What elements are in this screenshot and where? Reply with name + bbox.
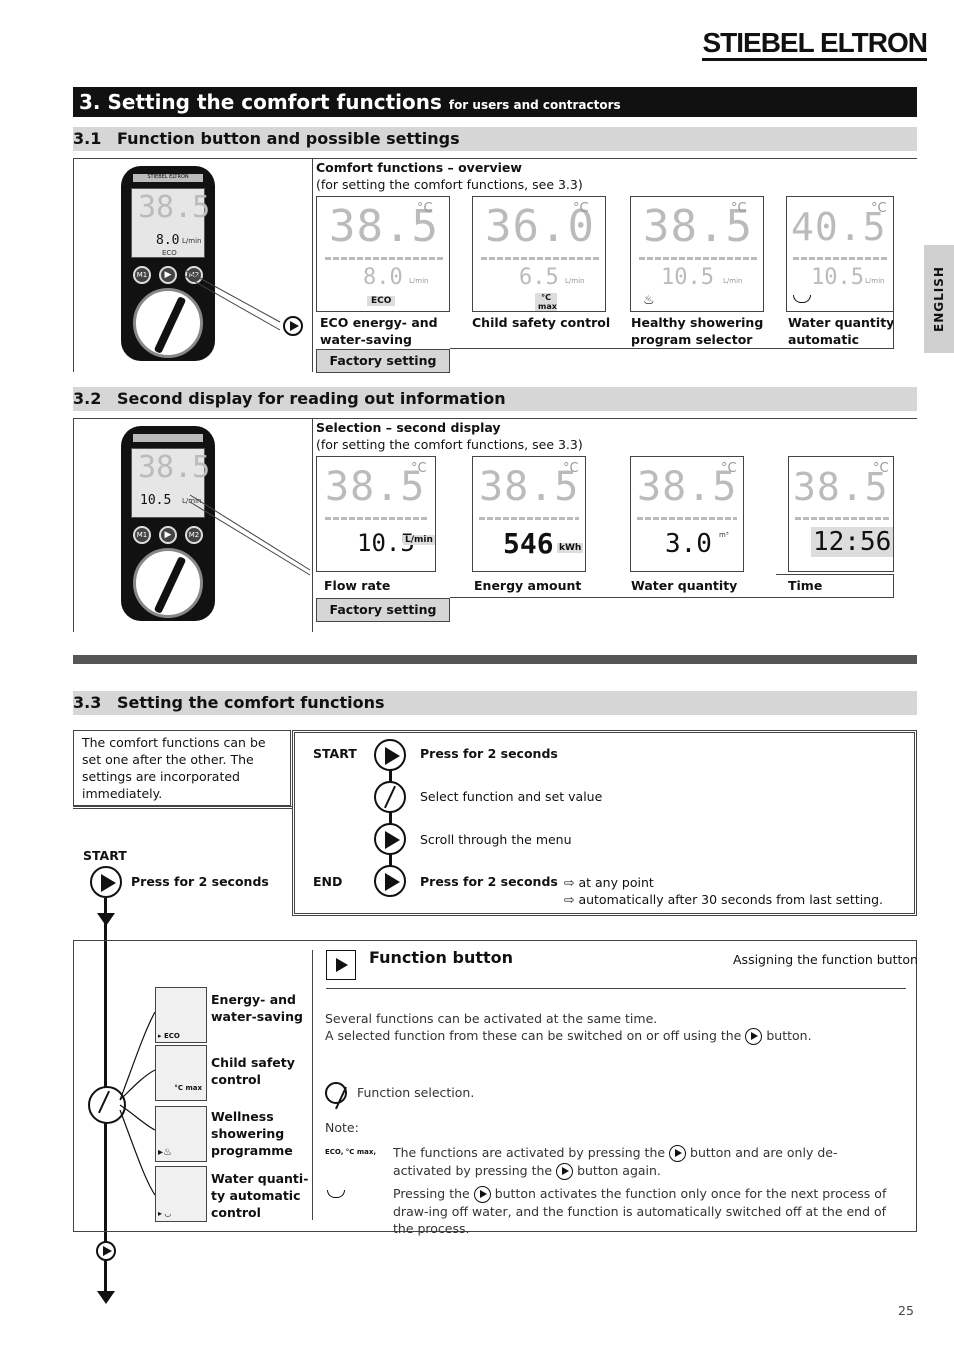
dial-icon [88,1086,126,1124]
panel-title-2: Selection – second display [316,420,501,435]
chapter-title: 3. Setting the comfort functions [79,90,442,114]
device-image-frame-2 [73,418,313,632]
m1-button[interactable]: M1 [133,266,151,284]
play-icon [374,739,406,771]
step-4-text: Press for 2 seconds [420,874,558,889]
step-1-text: Press for 2 seconds [420,746,558,761]
function-button-title: Function button [369,948,514,967]
shower-icon: ♨ [643,293,655,308]
device-illustration-2: 38.5 10.5 L/min M1 ▶ M2 [121,426,215,621]
label-flow-rate: Flow rate [324,578,391,593]
factory-setting-box: Factory setting [316,349,450,373]
play-icon [669,1145,687,1162]
page-number: 25 [898,1303,914,1318]
label-water: Water quantity [631,578,738,593]
play-icon [96,1241,116,1261]
lcd-display-showering: 38.5 °C 10.5 L/min ♨ [630,196,764,312]
play-icon [556,1163,574,1180]
m2-button[interactable]: M2 [185,526,203,544]
step-end-label: END [313,874,343,889]
panel-subtitle: (for setting the comfort functions, see … [316,177,583,192]
panel-title: Comfort functions – overview [316,160,522,175]
press-label: Press for 2 seconds [131,874,269,889]
device-lcd: 38.5 8.0 L/min ECO [131,188,210,258]
step-start-label: START [313,746,357,761]
para-2: A selected function from these can be sw… [325,1028,812,1045]
play-icon [374,823,406,855]
label-water-quantity: Water quantity automatic [788,315,895,347]
mini-display-child: °C max [155,1045,207,1101]
play-icon [90,866,122,898]
assign-label: Assigning the function button [733,952,918,967]
play-icon [374,865,406,897]
lcd-display-time: 38.5 °C 12:56 [788,456,894,572]
item-water-auto: Water quanti-ty automatic control [211,1171,309,1220]
label-child-safety: Child safety control [472,315,611,330]
para-1: Several functions can be activated at th… [325,1011,658,1026]
rotary-knob[interactable] [133,548,203,618]
device-lcd-2: 38.5 10.5 L/min [131,448,210,518]
play-button[interactable]: ▶ [159,266,177,284]
function-button-box [73,940,917,1232]
mini-display-wellness: ▸♨ [155,1106,207,1162]
brand-logo: STIEBEL ELTRON [702,28,928,61]
chapter-heading: 3. Setting the comfort functions for use… [73,87,917,117]
mini-display-eco: ▸ ECO [155,987,207,1043]
lcd-display-energy: 38.5 °C 546 kWh [472,456,586,572]
mini-display-water-auto: ▸ ◡ [155,1166,207,1222]
language-tab: ENGLISH [924,245,954,353]
play-icon [745,1028,763,1045]
function-button-icon [326,950,356,980]
intro-box: The comfort functions can be set one aft… [73,730,291,806]
steps-panel [292,730,917,916]
selection-text: Function selection. [357,1085,475,1100]
step-2-text: Select function and set value [420,789,603,804]
play-icon [473,1186,491,1203]
play-icon [283,316,303,336]
chapter-suffix: for users and contractors [448,98,621,112]
item-child-safety: Child safety control [211,1055,295,1087]
item-wellness: Wellness showering programme [211,1109,293,1158]
tub-icon [793,295,811,303]
label-showering: Healthy showering program selector [631,315,764,347]
start-label: START [83,848,127,863]
lcd-display-child-safety: 36.0 °C 6.5 L/min °C max [472,196,606,312]
dial-icon [374,781,406,813]
pointer-lines-2 [189,494,311,576]
m1-button[interactable]: M1 [133,526,151,544]
divider-bar [73,655,917,664]
play-button[interactable]: ▶ [159,526,177,544]
item-energy-saving: Energy- and water-saving [211,992,303,1024]
selection-branch-lines [119,1011,156,1196]
factory-setting-box-2: Factory setting [316,598,450,622]
device-image-frame [73,158,313,372]
rotary-knob[interactable] [133,288,203,358]
pointer-lines [184,269,281,331]
lcd-display-flow-rate: 38.5 °C 10.5 L/min [316,456,436,572]
end-note-2: ⇨ automatically after 30 seconds from la… [564,892,884,907]
note-2: Pressing the button activates the functi… [393,1186,887,1236]
dial-icon [325,1082,347,1104]
note-label: Note: [325,1120,359,1135]
device-illustration: STIEBEL ELTRON 38.5 8.0 L/min ECO M1 ▶ M… [121,166,215,361]
note-icons: ECO, °C max, [325,1148,377,1156]
label-time: Time [788,578,823,593]
lcd-display-water-quantity: 40.5 °C 10.5 L/min [786,196,894,312]
end-note-1: ⇨ at any point [564,875,654,890]
note-1: The functions are activated by pressing … [393,1145,838,1180]
step-3-text: Scroll through the menu [420,832,572,847]
lcd-display-eco: 38.5 °C 8.0 L/min ECO [316,196,450,312]
panel-subtitle-2: (for setting the comfort functions, see … [316,437,583,452]
label-energy: Energy amount [474,578,582,593]
lcd-display-water: 38.5 °C 3.0 m³ [630,456,744,572]
